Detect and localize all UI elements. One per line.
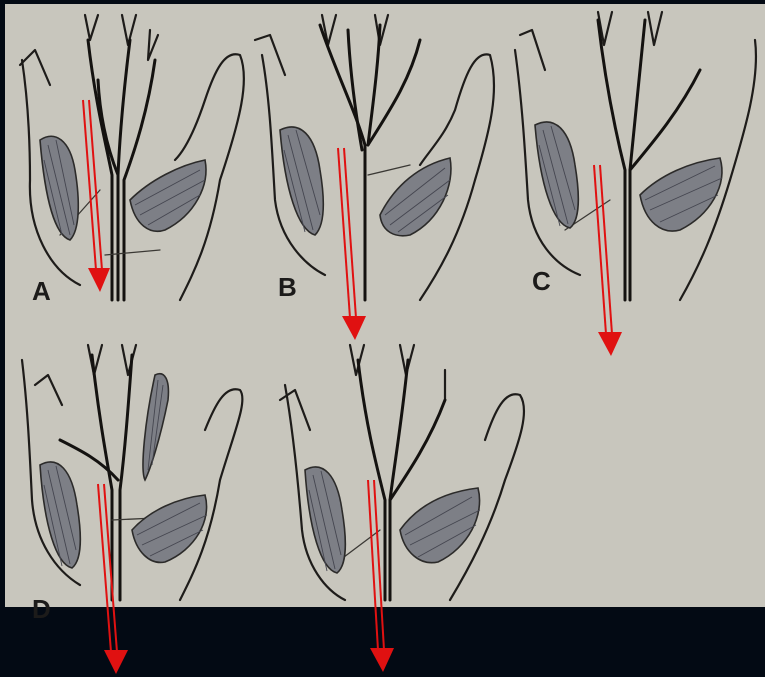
panel-label: B — [278, 272, 297, 302]
panel-label: A — [32, 276, 51, 306]
panel-label: D — [32, 594, 51, 624]
panel-label: C — [532, 266, 551, 296]
